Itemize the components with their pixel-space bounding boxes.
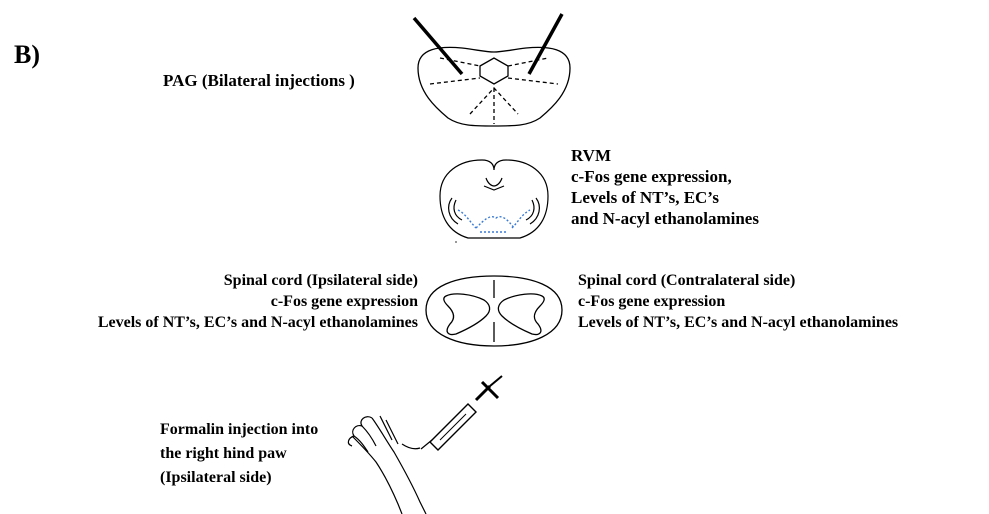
hind-paw-drawing: [348, 416, 426, 514]
rvm-section-drawing: [440, 160, 548, 242]
right-injection-needle: [529, 14, 562, 74]
pag-section-drawing: [414, 14, 570, 126]
left-injection-needle: [414, 18, 462, 74]
spinal-cord-drawing: [426, 276, 562, 346]
syringe-drawing: [421, 376, 502, 450]
